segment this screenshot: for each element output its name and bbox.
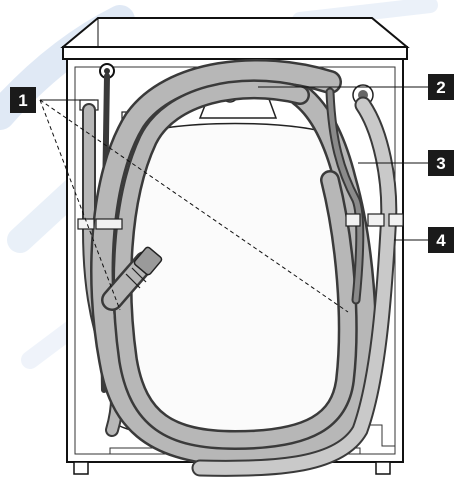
hose-clips [77,213,404,230]
drain-hose-end [101,246,163,311]
leader-lines [39,86,428,313]
callout-1: 1 [10,87,36,113]
callout-4: 4 [428,227,454,253]
callout-2: 2 [428,74,454,100]
callout-3: 3 [428,150,454,176]
machine-feet [73,461,391,475]
right-side-hoses [191,87,398,477]
svg-text:3: 3 [436,154,445,173]
svg-text:1: 1 [18,91,27,110]
svg-text:4: 4 [436,231,446,250]
svg-text:2: 2 [436,78,445,97]
